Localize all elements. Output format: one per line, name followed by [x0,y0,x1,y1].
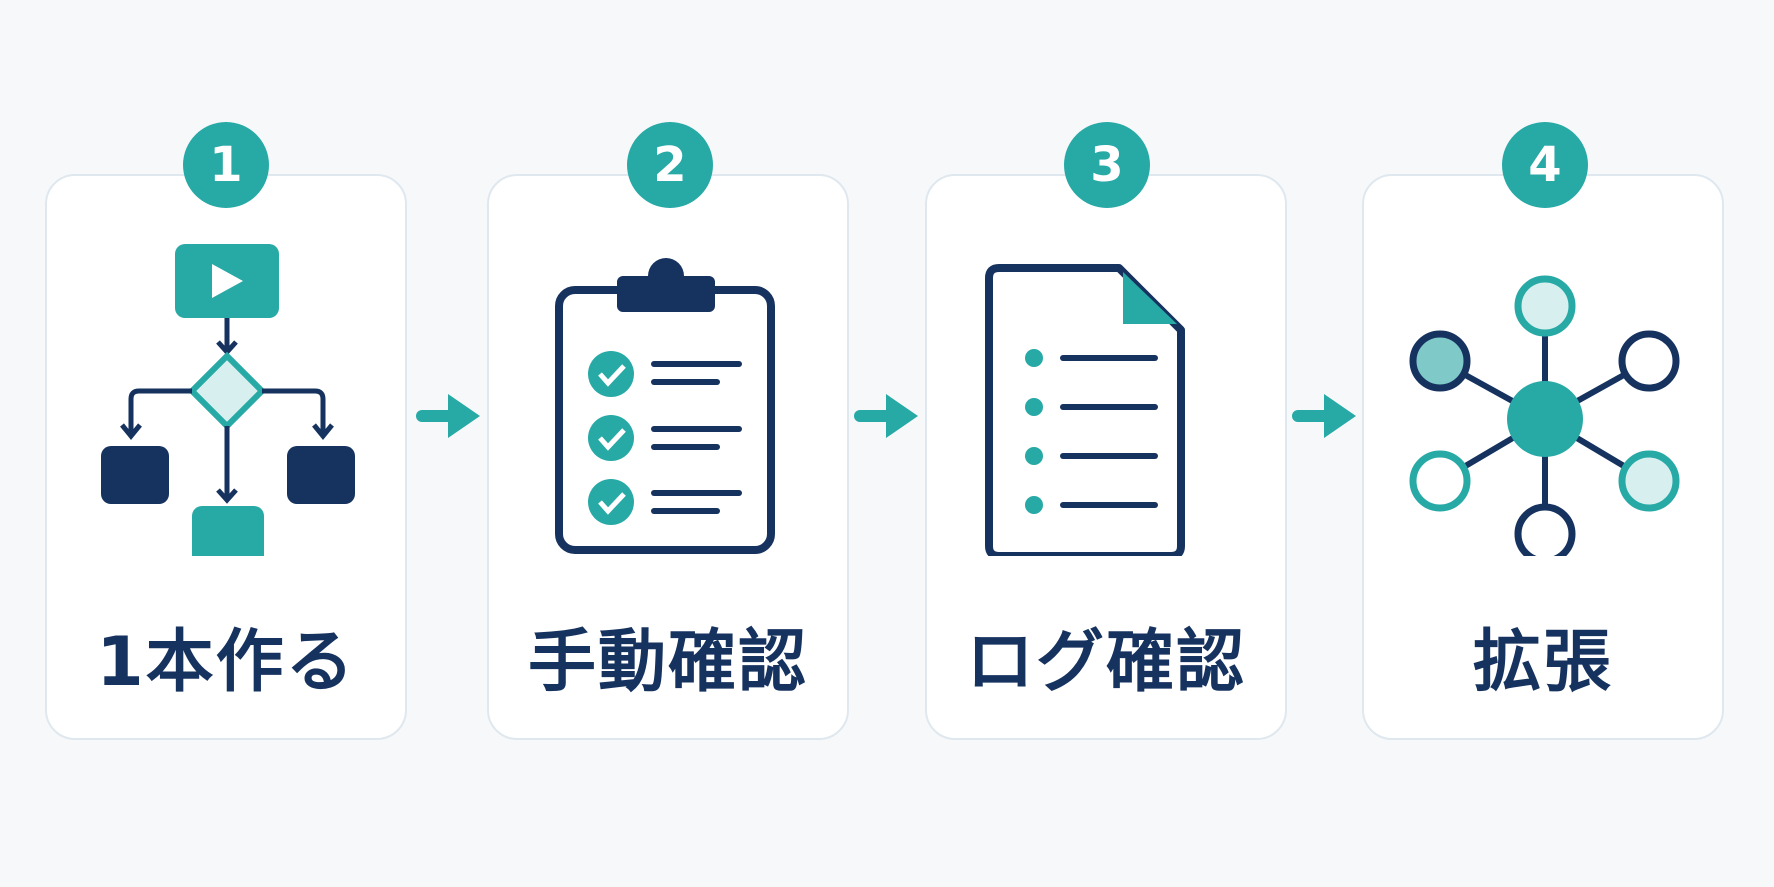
step-4-badge: 4 [1502,122,1588,208]
clipboard-checklist-icon [555,258,775,554]
workflow-flowchart-icon [101,244,355,556]
step-4-card: 拡張 [1362,174,1724,740]
step-3-badge: 3 [1064,122,1150,208]
step-1-card: 1本作る [45,174,407,740]
step-4-label: 拡張 [1472,623,1613,702]
arrow-right-icon [1292,394,1356,438]
arrow-right-icon [416,394,480,438]
step-2-badge: 2 [627,122,713,208]
network-hub-icon [1409,275,1680,556]
step-3-label: ログ確認 [965,623,1246,702]
arrow-right-icon [854,394,918,438]
step-1-label: 1本作る [96,623,356,702]
step-2-card: 手動確認 [487,174,849,740]
step-1-badge: 1 [183,122,269,208]
step-2-label: 手動確認 [527,623,808,702]
log-document-icon [985,264,1185,556]
step-3-card: ログ確認 [925,174,1287,740]
